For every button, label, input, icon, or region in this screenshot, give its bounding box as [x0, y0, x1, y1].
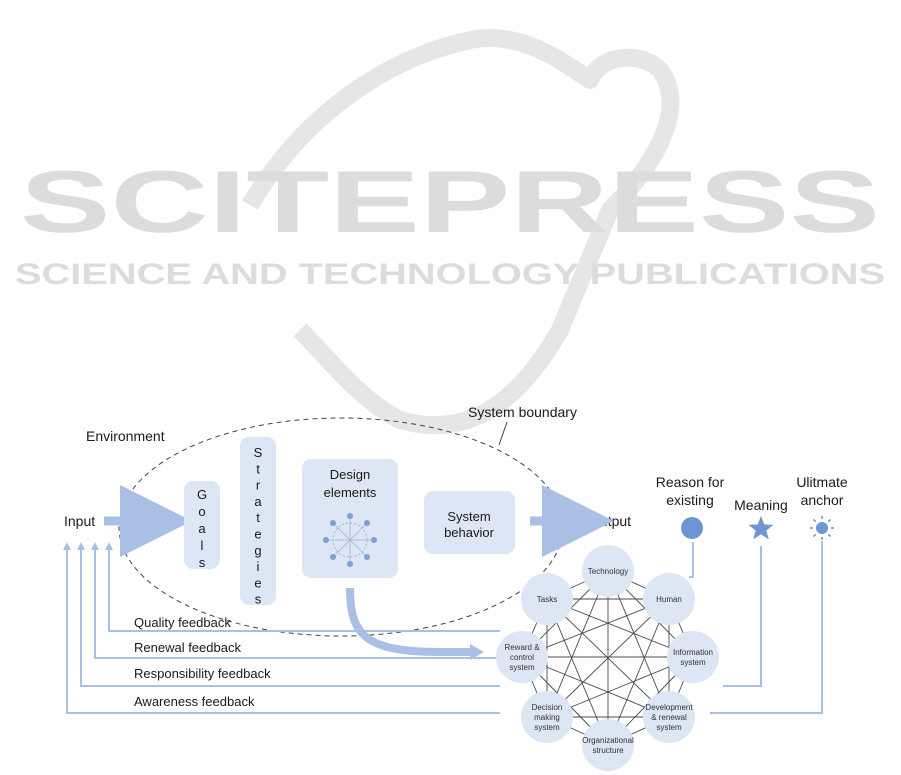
anchor-connectors [689, 541, 823, 714]
ultimate-anchor-sun-icon [810, 516, 834, 540]
information-system-label: Information [673, 648, 713, 657]
goals-letter: s [199, 555, 206, 570]
goals-letter: l [201, 538, 204, 553]
reward-control-system-label: control [510, 653, 534, 662]
decision-making-system-label: system [534, 723, 560, 732]
system-behavior-label-line2: behavior [444, 525, 495, 540]
decision-making-system-label: Decision [532, 703, 563, 712]
strategies-letter: i [257, 559, 260, 574]
technology-circle [582, 545, 634, 597]
responsibility-feedback-label: Responsibility feedback [134, 666, 271, 681]
strategies-letter: e [254, 575, 261, 590]
decision-making-system-circle [521, 691, 573, 743]
octagon-connection-line [521, 598, 670, 658]
design-elements-network-icon [323, 513, 377, 567]
quality-feedback-label: Quality feedback [134, 615, 231, 630]
octagon-connection-line [546, 598, 609, 746]
strategies-letter: g [254, 543, 261, 558]
octagon-nodes: TechnologyHumanInformationsystemDevelopm… [496, 545, 719, 771]
strategies-letter: e [254, 527, 261, 542]
watermark-book-icon [242, 29, 680, 435]
octagon-connection-line [521, 656, 670, 718]
development-renewal-system-label: system [656, 723, 682, 732]
octagon-connection-line [546, 598, 694, 658]
design-to-reward-arrow [346, 587, 470, 656]
reason-for-existing-label-line2: existing [666, 492, 713, 508]
ultimate-anchor-label-line2: anchor [801, 492, 844, 508]
strategies-letter: t [256, 510, 260, 525]
strategies-letter: S [254, 445, 263, 460]
organizational-structure-label: Organizational [582, 736, 634, 745]
octagon-network: TechnologyHumanInformationsystemDevelopm… [496, 545, 719, 771]
reward-control-system-circle [496, 631, 548, 683]
meaning-label: Meaning [734, 497, 788, 513]
strategies-box [240, 437, 276, 605]
human-circle [643, 573, 695, 625]
goals-letter: a [198, 521, 206, 536]
awareness-feedback-label: Awareness feedback [134, 694, 255, 709]
technology-label: Technology [588, 567, 628, 576]
design-elements-label-line1: Design [330, 467, 370, 482]
tasks-node: Tasks [521, 573, 573, 625]
human-label: Human [656, 595, 682, 604]
tasks-circle [521, 573, 573, 625]
reason-for-existing-label-line1: Reason for [656, 474, 725, 490]
feedback-lines [66, 549, 500, 714]
meaning-star-icon [748, 516, 774, 540]
human-node: Human [643, 573, 695, 625]
output-label: Output [589, 513, 631, 529]
octagon-connection-line [607, 598, 670, 746]
system-boundary-label: System boundary [468, 404, 577, 420]
feedback-arrowheads [63, 542, 113, 550]
decision-making-system-label: making [534, 713, 560, 722]
goals-box [184, 481, 220, 569]
input-label: Input [64, 513, 95, 529]
octagon-connection-line [546, 598, 670, 718]
information-system-circle [667, 631, 719, 683]
tasks-label: Tasks [537, 595, 557, 604]
strategies-letter: r [256, 478, 261, 493]
development-renewal-system-label: Development [645, 703, 693, 712]
organizational-structure-circle [582, 719, 634, 771]
environment-label: Environment [86, 428, 165, 444]
renewal-feedback-label: Renewal feedback [134, 640, 241, 655]
strategies-letter: t [256, 461, 260, 476]
strategies-letter: s [255, 592, 262, 607]
system-behavior-label-line1: System [447, 509, 490, 524]
ultimate-anchor-label-line1: Ulitmate [796, 474, 848, 490]
watermark: SCITEPRESS SCIENCE AND TECHNOLOGY PUBLIC… [15, 29, 885, 435]
information-system-label: system [680, 658, 706, 667]
development-renewal-system-label: & renewal [651, 713, 687, 722]
technology-node: Technology [582, 545, 634, 597]
system-behavior-box [424, 491, 515, 554]
watermark-title: SCITEPRESS [20, 152, 880, 251]
goals-letter: o [198, 504, 205, 519]
design-elements-label-line2: elements [324, 485, 377, 500]
goals-letter: G [197, 487, 207, 502]
watermark-subtitle: SCIENCE AND TECHNOLOGY PUBLICATIONS [15, 258, 885, 291]
reason-for-existing-circle-icon [681, 517, 703, 539]
design-to-reward-arrowhead [470, 644, 484, 660]
strategies-letter: a [254, 494, 262, 509]
reward-control-system-label: system [509, 663, 535, 672]
system-boundary-pointer [498, 421, 508, 446]
development-renewal-system-circle [643, 691, 695, 743]
organizational-structure-label: structure [592, 746, 624, 755]
reward-control-system-label: Reward & [504, 643, 540, 652]
